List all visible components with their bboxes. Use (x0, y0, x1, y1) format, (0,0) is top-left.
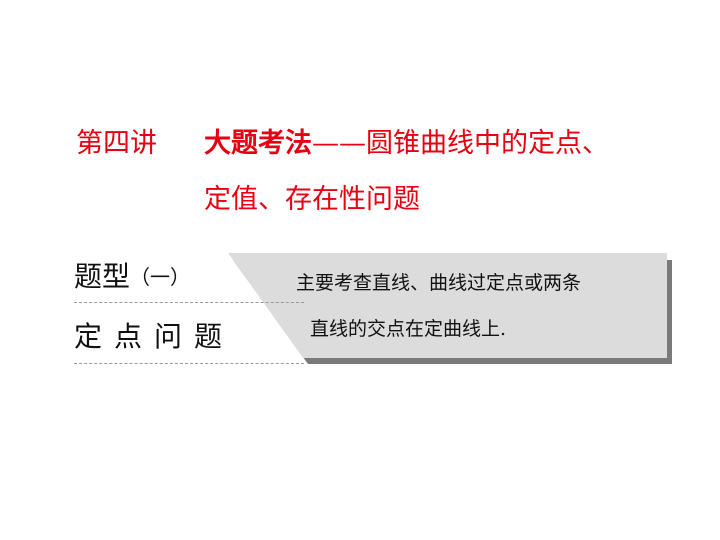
question-type-name: 定点问题 (74, 320, 235, 353)
description-line-2: 直线的交点在定曲线上. (310, 318, 507, 340)
panel-background (228, 253, 667, 358)
title-line-1: 第四讲 大题考法——圆锥曲线中的定点、 (76, 124, 609, 164)
question-type-word: 题型 (74, 260, 131, 293)
title-dash: —— (312, 128, 366, 159)
divider-top (74, 302, 304, 303)
title-subject-part-1: 圆锥曲线中的定点、 (366, 128, 609, 159)
lecture-number: 第四讲 (76, 128, 157, 159)
title-subject-part-2: 定值、存在性问题 (204, 184, 420, 215)
divider-bottom (74, 363, 304, 364)
question-type-label: 题型（一） (74, 254, 190, 300)
lecture-topic: 大题考法 (204, 128, 312, 159)
question-type-number: （一） (130, 265, 191, 289)
description-line-1: 主要考查直线、曲线过定点或两条 (296, 272, 582, 294)
